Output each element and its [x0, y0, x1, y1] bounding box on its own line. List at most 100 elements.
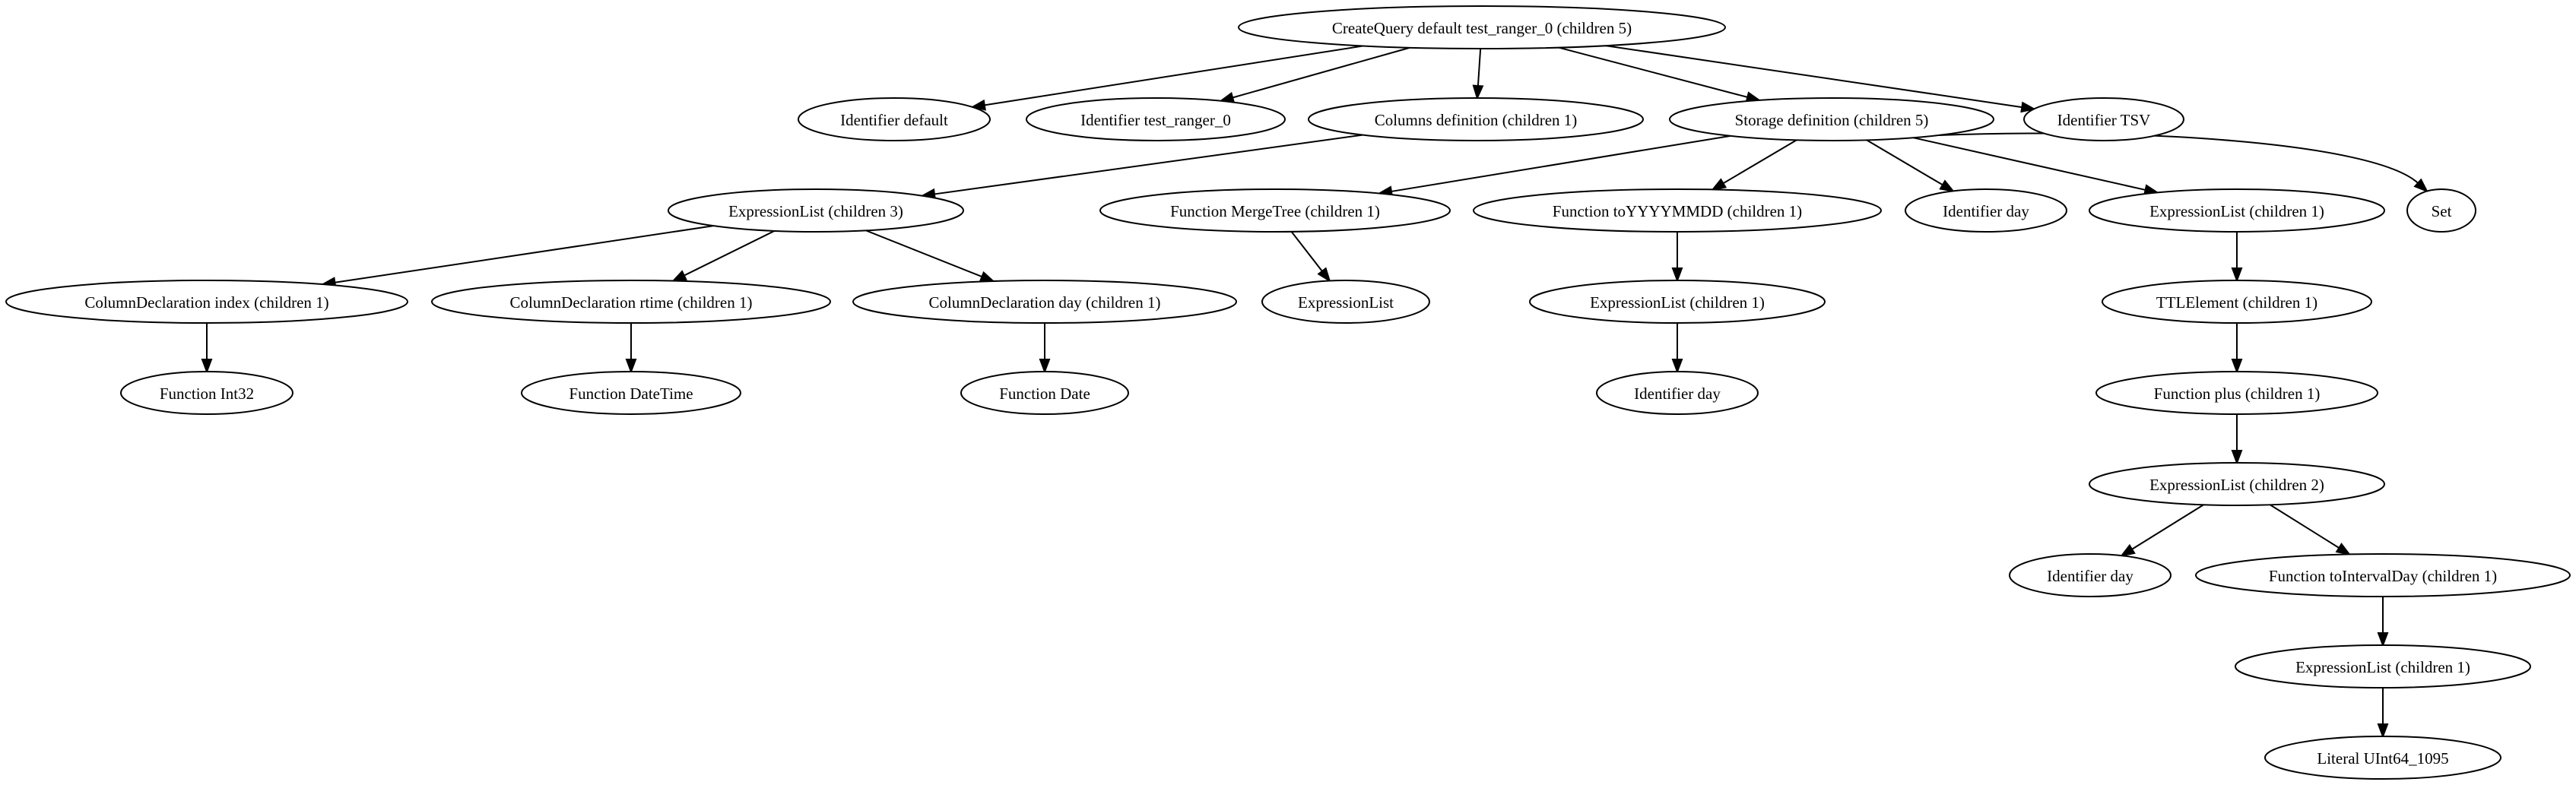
edge-n8-to-n16: [1671, 232, 1683, 283]
edge-n0-to-n3: [1472, 48, 1484, 100]
edge-line: [1913, 137, 2146, 191]
edge-line: [1391, 135, 1731, 192]
edge-n4-to-n8: [1711, 139, 1797, 191]
arrowhead: [2231, 359, 2243, 374]
nodes-layer: CreateQuery default test_ranger_0 (child…: [5, 5, 2571, 780]
edge-line: [1558, 46, 1748, 98]
arrowhead: [1671, 359, 1683, 374]
arrowhead: [1317, 267, 1331, 283]
edge-line: [984, 45, 1364, 106]
node-ellipse: [2095, 371, 2378, 415]
arrowhead: [2377, 632, 2389, 647]
tree-node-n27: Literal UInt64_1095: [2264, 736, 2501, 780]
tree-node-n18: Function Int32: [120, 371, 293, 415]
node-ellipse: [668, 188, 964, 233]
arrowhead: [2120, 543, 2136, 557]
edge-line: [2131, 504, 2204, 550]
node-label: Function toYYYYMMDD (children 1): [1553, 202, 1802, 220]
edge-n0-to-n5: [1605, 45, 2036, 113]
node-label: ExpressionList (children 1): [2149, 202, 2324, 220]
node-ellipse: [2235, 644, 2531, 688]
edge-line: [684, 229, 776, 277]
node-label: Storage definition (children 5): [1735, 111, 1929, 129]
node-label: Function toIntervalDay (children 1): [2269, 567, 2497, 585]
tree-node-n26: ExpressionList (children 1): [2235, 644, 2531, 688]
node-ellipse: [521, 371, 741, 415]
node-label: ExpressionList (children 3): [728, 202, 903, 220]
tree-node-n10: ExpressionList (children 1): [2089, 188, 2385, 233]
edge-line: [865, 229, 982, 278]
arrowhead: [2231, 267, 2243, 283]
edge-line: [1605, 45, 2022, 109]
edge-n26-to-n27: [2377, 688, 2389, 739]
node-ellipse: [5, 280, 408, 324]
tree-node-n24: Identifier day: [2009, 553, 2172, 597]
tree-node-n19: Function DateTime: [521, 371, 741, 415]
node-label: ColumnDeclaration rtime (children 1): [510, 293, 753, 312]
edge-n4-to-n11: [1938, 132, 2429, 193]
node-label: Identifier day: [1634, 385, 1721, 403]
node-label: Function Int32: [160, 385, 254, 403]
tree-node-n2: Identifier test_ranger_0: [1026, 97, 1286, 141]
tree-node-n11: Set: [2406, 188, 2476, 233]
node-ellipse: [2264, 736, 2501, 780]
edge-line: [335, 225, 714, 283]
tree-node-n20: Function Date: [960, 371, 1129, 415]
edge-line: [1477, 48, 1482, 87]
node-ellipse: [2406, 188, 2476, 233]
arrowhead: [1039, 359, 1051, 374]
edge-n16-to-n21: [1671, 323, 1683, 374]
edge-line: [1938, 132, 2419, 184]
tree-node-n9: Identifier day: [1905, 188, 2067, 233]
node-label: ExpressionList (children 2): [2149, 476, 2324, 494]
node-label: Literal UInt64_1095: [2317, 749, 2448, 768]
node-label: CreateQuery default test_ranger_0 (child…: [1332, 19, 1632, 37]
edge-n25-to-n26: [2377, 597, 2389, 647]
node-ellipse: [1596, 371, 1759, 415]
tree-node-n0: CreateQuery default test_ranger_0 (child…: [1238, 5, 1726, 49]
edge-line: [1290, 231, 1323, 272]
tree-node-n14: ColumnDeclaration day (children 1): [852, 280, 1237, 324]
node-label: TTLElement (children 1): [2156, 293, 2317, 312]
tree-node-n25: Function toIntervalDay (children 1): [2195, 553, 2571, 597]
tree-node-n17: TTLElement (children 1): [2102, 280, 2372, 324]
node-ellipse: [852, 280, 1237, 324]
edge-line: [2270, 504, 2340, 549]
node-label: Identifier test_ranger_0: [1080, 111, 1231, 129]
tree-node-n5: Identifier TSV: [2023, 97, 2184, 141]
edge-n17-to-n22: [2231, 323, 2243, 374]
node-label: Identifier day: [1943, 202, 2029, 220]
tree-node-n6: ExpressionList (children 3): [668, 188, 964, 233]
edge-n7-to-n15: [1290, 231, 1331, 283]
arrowhead: [625, 359, 637, 374]
node-label: Identifier day: [2047, 567, 2133, 585]
tree-node-n22: Function plus (children 1): [2095, 371, 2378, 415]
edge-n23-to-n24: [2120, 504, 2204, 557]
tree-node-n8: Function toYYYYMMDD (children 1): [1473, 188, 1882, 233]
arrowhead: [201, 359, 213, 374]
arrowhead: [2335, 543, 2352, 556]
node-label: ExpressionList: [1298, 293, 1394, 312]
arrowhead: [2231, 450, 2243, 465]
edge-n0-to-n4: [1558, 46, 1762, 103]
edge-n14-to-n20: [1039, 323, 1051, 374]
node-ellipse: [2089, 462, 2385, 506]
node-label: Identifier default: [840, 111, 948, 129]
edge-n10-to-n17: [2231, 232, 2243, 283]
edge-line: [1232, 46, 1410, 99]
node-ellipse: [2102, 280, 2372, 324]
node-label: Function DateTime: [569, 385, 693, 403]
node-label: ColumnDeclaration index (children 1): [84, 293, 328, 312]
tree-node-n23: ExpressionList (children 2): [2089, 462, 2385, 506]
arrowhead: [1939, 179, 1956, 192]
tree-node-n3: Columns definition (children 1): [1308, 97, 1644, 141]
tree-node-n13: ColumnDeclaration rtime (children 1): [431, 280, 831, 324]
node-label: ExpressionList (children 1): [2295, 658, 2470, 676]
node-label: ColumnDeclaration day (children 1): [929, 293, 1161, 312]
edge-line: [1866, 139, 1943, 186]
edge-line: [1722, 139, 1797, 185]
edge-n13-to-n19: [625, 323, 637, 374]
arrowhead: [1671, 267, 1683, 283]
node-label: Identifier TSV: [2057, 111, 2151, 129]
